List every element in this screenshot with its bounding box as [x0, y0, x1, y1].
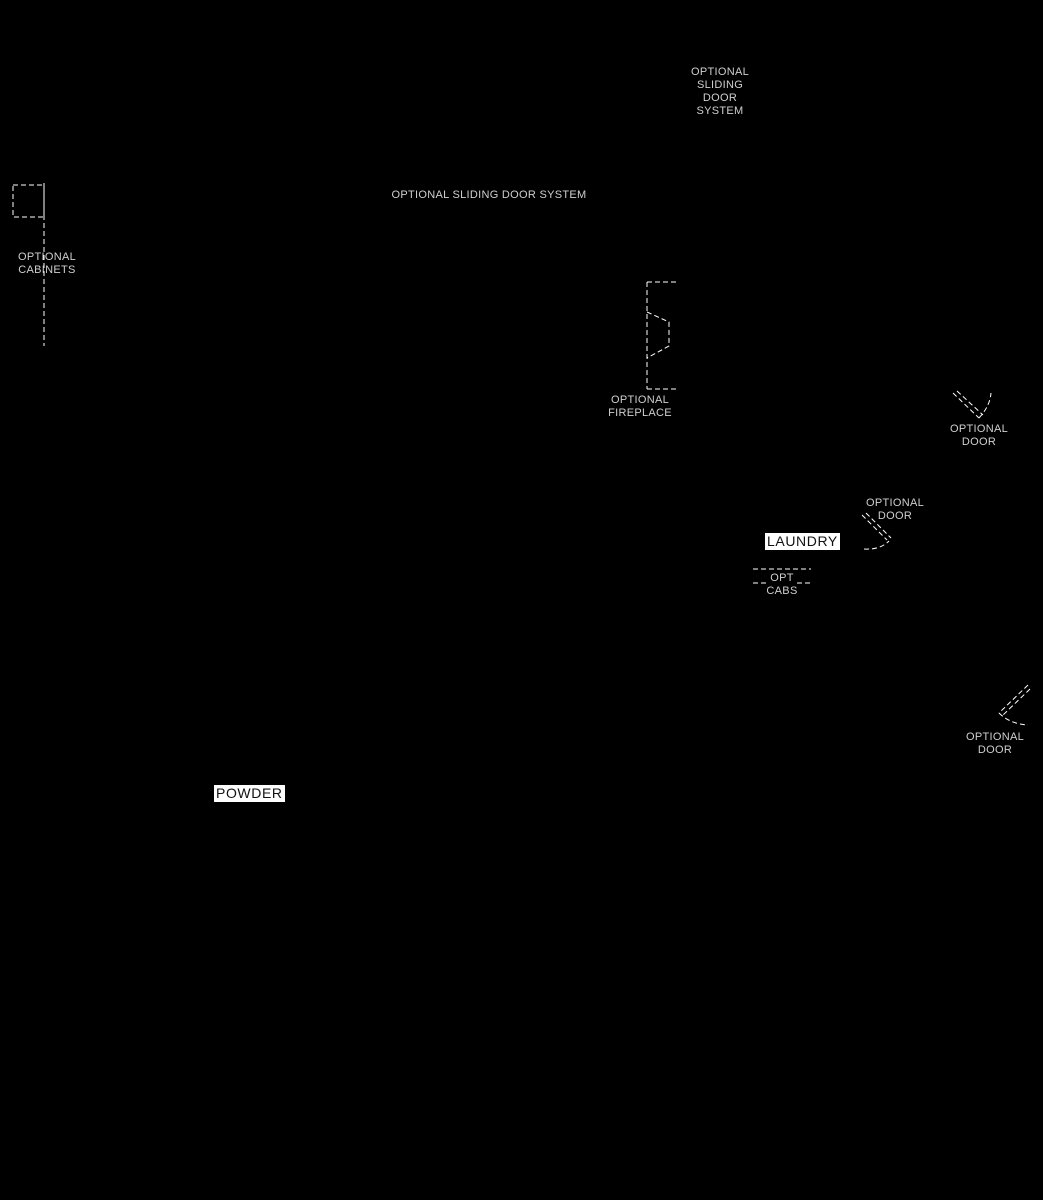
room-label-laundry: LAUNDRY	[765, 533, 840, 550]
optional-door-upper-right-symbol	[952, 390, 992, 419]
annotation-optional-fireplace: OPTIONAL FIREPLACE	[608, 394, 672, 419]
optional-cabinets-symbol	[12, 183, 45, 346]
optional-cabs-symbol	[753, 568, 811, 584]
annotation-optional-sliding-door-system: OPTIONAL SLIDING DOOR SYSTEM	[391, 189, 587, 201]
annotation-opt-cabs: OPT CABS	[766, 572, 798, 597]
annotation-optional-sliding-door-system-top: OPTIONAL SLIDING DOOR SYSTEM	[690, 66, 750, 117]
optional-fireplace-symbol	[646, 281, 678, 390]
optional-door-lower-right-symbol	[998, 684, 1031, 726]
optional-door-laundry-symbol	[861, 512, 892, 550]
room-label-powder: POWDER	[214, 785, 285, 802]
annotation-optional-door-laundry: OPTIONAL DOOR	[865, 497, 925, 522]
annotation-optional-door-upper-right: OPTIONAL DOOR	[949, 423, 1009, 448]
annotation-optional-cabinets: OPTIONAL CABINETS	[17, 251, 77, 276]
annotation-optional-door-lower-right: OPTIONAL DOOR	[965, 731, 1025, 756]
